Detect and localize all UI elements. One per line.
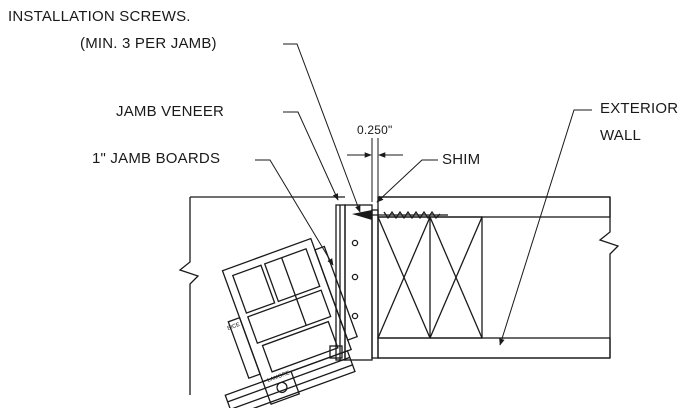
window-frame-section <box>221 237 358 413</box>
jamb-veneer-label: JAMB VENEER <box>116 103 225 120</box>
jamb-boards-leader <box>255 159 334 266</box>
shim-label: SHIM <box>442 151 481 168</box>
shim-leader <box>376 159 438 203</box>
exterior-label-line1: EXTERIOR <box>600 100 679 117</box>
frame-stamp-b: LAMORE <box>267 370 291 384</box>
screws-label-line1: INSTALLATION SCREWS. <box>8 8 191 25</box>
jamb-boards-label: 1" JAMB BOARDS <box>92 150 221 167</box>
jamb-base-block <box>329 345 343 359</box>
jamb-screw-hole-1 <box>351 239 359 247</box>
exterior-label-line2: WALL <box>600 127 642 144</box>
screws-label-line2: (MIN. 3 PER JAMB) <box>80 35 217 52</box>
dimension-label: 0.250" <box>357 123 393 137</box>
wood-stud <box>377 216 483 339</box>
bottom-sheathing-band <box>377 337 611 359</box>
frame-stamp-a: BICE <box>227 322 241 332</box>
veneer-leader <box>283 111 339 201</box>
shim <box>371 209 379 359</box>
installation-screw <box>352 210 448 220</box>
screws-leader <box>283 43 361 213</box>
jamb-screw-hole-3 <box>351 312 359 320</box>
right-break-line <box>598 197 620 358</box>
top-sheathing-band <box>377 196 611 218</box>
exterior-leader <box>499 109 592 346</box>
jamb-board <box>344 204 373 361</box>
jamb-screw-hole-2 <box>351 273 359 281</box>
left-break-line <box>178 197 200 395</box>
